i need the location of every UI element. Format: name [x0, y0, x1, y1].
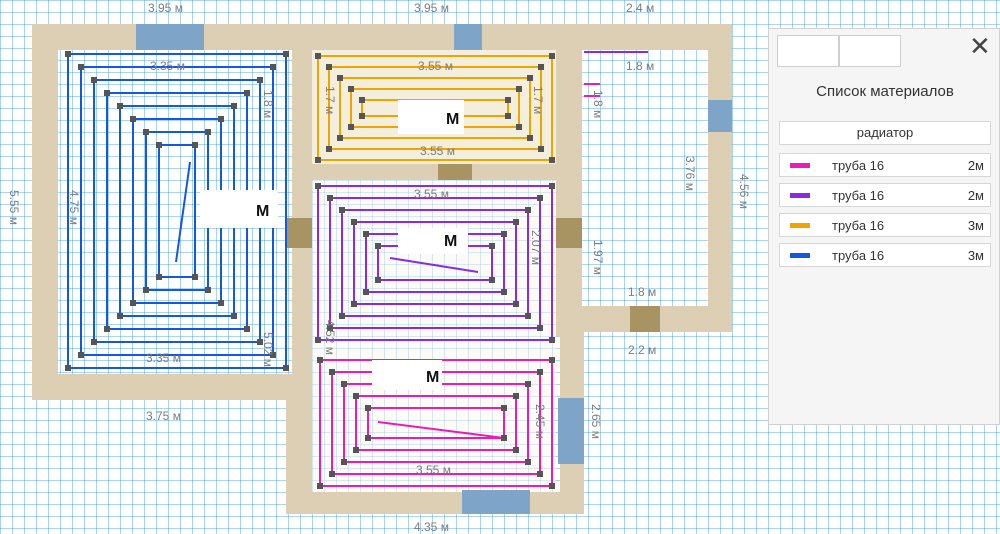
material-length: 2м: [967, 158, 984, 173]
dim-room2-bottom: 3.55 м: [420, 144, 455, 158]
room-label-3: M: [444, 233, 457, 250]
dim-room1-side: 1.8 м: [261, 90, 275, 118]
dim-room2-top: 3.55 м: [418, 59, 453, 73]
dim-corridor-bottom: 1.8 м: [628, 285, 656, 299]
dim-corridor-side: 1.97 м: [591, 240, 605, 275]
dim-room3-right: 2.07 м: [529, 230, 543, 265]
material-color-swatch: [790, 253, 810, 258]
dim-room1-bottom: 3.35 м: [146, 351, 181, 365]
dim-corridor-small: 1.8 м: [591, 90, 605, 118]
dim-left-outer: 5.55 м: [7, 190, 21, 225]
panel-tab-1[interactable]: [777, 35, 839, 67]
panel-title: Список материалов: [816, 83, 954, 100]
dim-bottom-left: 3.75 м: [146, 409, 181, 423]
panel-tab-2[interactable]: [839, 35, 901, 67]
dim-room2-left: 1.7 м: [323, 86, 337, 114]
dimension-labels: 3.95 м 3.95 м 2.4 м 3.35 м 3.55 м 1.8 м …: [7, 1, 751, 534]
room-floors-light: [312, 180, 556, 492]
dim-right-outer: 4.56 м: [737, 174, 751, 209]
dim-right-mid: 3.76 м: [683, 156, 697, 191]
material-name: труба 16: [832, 218, 885, 233]
windows: [136, 24, 732, 514]
room-label-1: M: [256, 203, 269, 220]
dim-top-right: 2.4 м: [626, 1, 654, 15]
dim-room1-right: 5.02 м: [261, 332, 275, 367]
dim-room3-top: 3.55 м: [414, 187, 449, 201]
walls: [32, 24, 732, 514]
pipe-nodes: [65, 51, 555, 489]
room-label-2: M: [446, 111, 459, 128]
room-label-4: M: [426, 369, 439, 386]
material-length: 3м: [967, 218, 984, 233]
materials-panel: ✕ Список материалов радиатор труба 16 2м…: [768, 28, 1000, 425]
material-row[interactable]: труба 16 3м: [779, 243, 991, 267]
material-color-swatch: [790, 223, 810, 228]
dim-bottom-mid: 4.35 м: [414, 520, 449, 534]
dim-room2-right: 1.7 м: [531, 86, 545, 114]
dim-corridor-outer: 2.2 м: [628, 343, 656, 357]
dim-room3-left: 4.52 м: [323, 320, 337, 355]
dim-right-low: 2.65 м: [589, 404, 603, 439]
close-icon[interactable]: ✕: [969, 31, 991, 61]
material-row[interactable]: труба 16 2м: [779, 183, 991, 207]
material-row[interactable]: труба 16 2м: [779, 153, 991, 177]
material-name: труба 16: [832, 248, 885, 263]
material-length: 2м: [967, 188, 984, 203]
material-color-swatch: [790, 163, 810, 168]
dim-corridor-top: 1.8 м: [626, 59, 654, 73]
doors: [286, 164, 660, 332]
material-name: труба 16: [832, 158, 885, 173]
dim-room1-top: 3.35 м: [150, 59, 185, 73]
materials-header[interactable]: радиатор: [779, 121, 991, 145]
material-length: 3м: [967, 248, 984, 263]
room-labels: M M M M: [200, 100, 468, 390]
material-color-swatch: [790, 193, 810, 198]
dim-left-inner: 4.75 м: [67, 190, 81, 225]
material-name: труба 16: [832, 188, 885, 203]
dim-top-left: 3.95 м: [148, 1, 183, 15]
dim-top-mid: 3.95 м: [414, 1, 449, 15]
dim-room4-bottom: 3.55 м: [416, 463, 451, 477]
material-row[interactable]: труба 16 3м: [779, 213, 991, 237]
dim-room4-right: 2.45 м: [533, 404, 547, 439]
